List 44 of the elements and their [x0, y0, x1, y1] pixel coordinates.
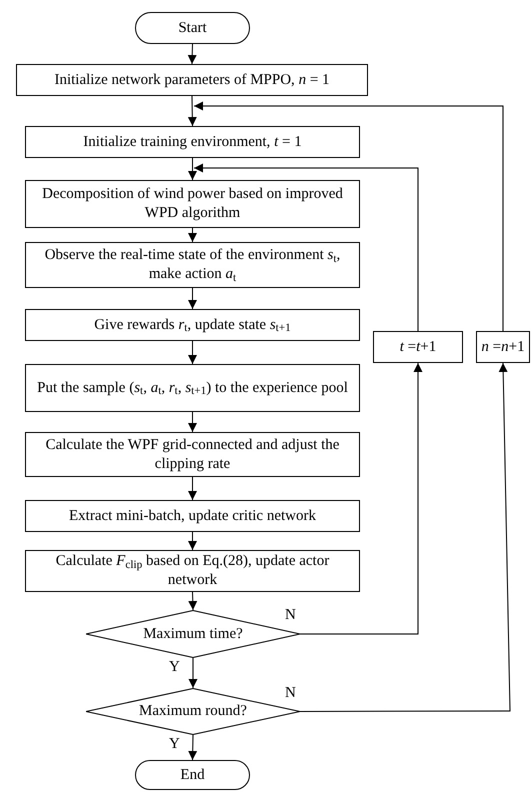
process-box	[25, 309, 360, 341]
node-text: Initialize training environment, t = 1	[82, 132, 303, 152]
arrow	[188, 412, 197, 432]
node-text: Calculate the WPF grid-connected and adjust the clipping rate	[44, 436, 340, 474]
node-text: Observe the real-time state of the environment s$_{t}$, make action a$_{t}$	[44, 246, 342, 284]
node-text: Give rewards r$_{t}$, update state s$_{t+1}$	[93, 316, 292, 334]
node-text: Start	[177, 18, 208, 38]
node-text: End	[179, 766, 206, 784]
decision-diamond	[86, 688, 300, 735]
arrow	[300, 362, 511, 712]
process-box	[373, 331, 463, 363]
arrow	[194, 102, 504, 332]
arrow	[188, 44, 197, 64]
decision-diamond	[86, 610, 300, 658]
process-box	[25, 432, 360, 477]
node-text: Put the sample (s$_{t}$, a$_{t}$, r$_{t}$, s$_{t+1}$) to the experience pool	[36, 378, 349, 398]
arrow	[188, 476, 197, 500]
process-box	[25, 242, 360, 288]
node-text: t =t+1	[398, 338, 438, 356]
node-text: Initialize network parameters of MPPO, n = 1	[53, 70, 331, 90]
node-text: Maximum time?	[142, 624, 244, 644]
node-text: n =n+1	[480, 338, 526, 356]
process-box	[25, 180, 360, 228]
arrow	[188, 658, 198, 688]
arrow	[188, 96, 197, 126]
arrow	[188, 288, 197, 310]
node-text: Maximum round?	[138, 702, 248, 721]
arrow	[188, 340, 197, 364]
arrow	[188, 228, 197, 242]
process-box	[25, 126, 360, 158]
process-box	[25, 364, 360, 412]
arrow	[300, 362, 422, 634]
arrow	[188, 158, 197, 180]
arrow	[188, 592, 198, 610]
node-text: Calculate F$_{clip}$ based on Eq.(28), update actor network	[54, 552, 330, 590]
process-box	[25, 500, 360, 532]
arrow	[194, 164, 418, 332]
node-text: Extract mini-batch, update critic network	[68, 506, 317, 526]
process-box	[476, 331, 530, 363]
node-text: Decomposition of wind power based on improved WPD algorithm	[41, 185, 344, 223]
process-box	[25, 550, 360, 592]
arrow	[188, 734, 198, 760]
arrow	[188, 532, 197, 550]
process-box	[16, 64, 368, 96]
